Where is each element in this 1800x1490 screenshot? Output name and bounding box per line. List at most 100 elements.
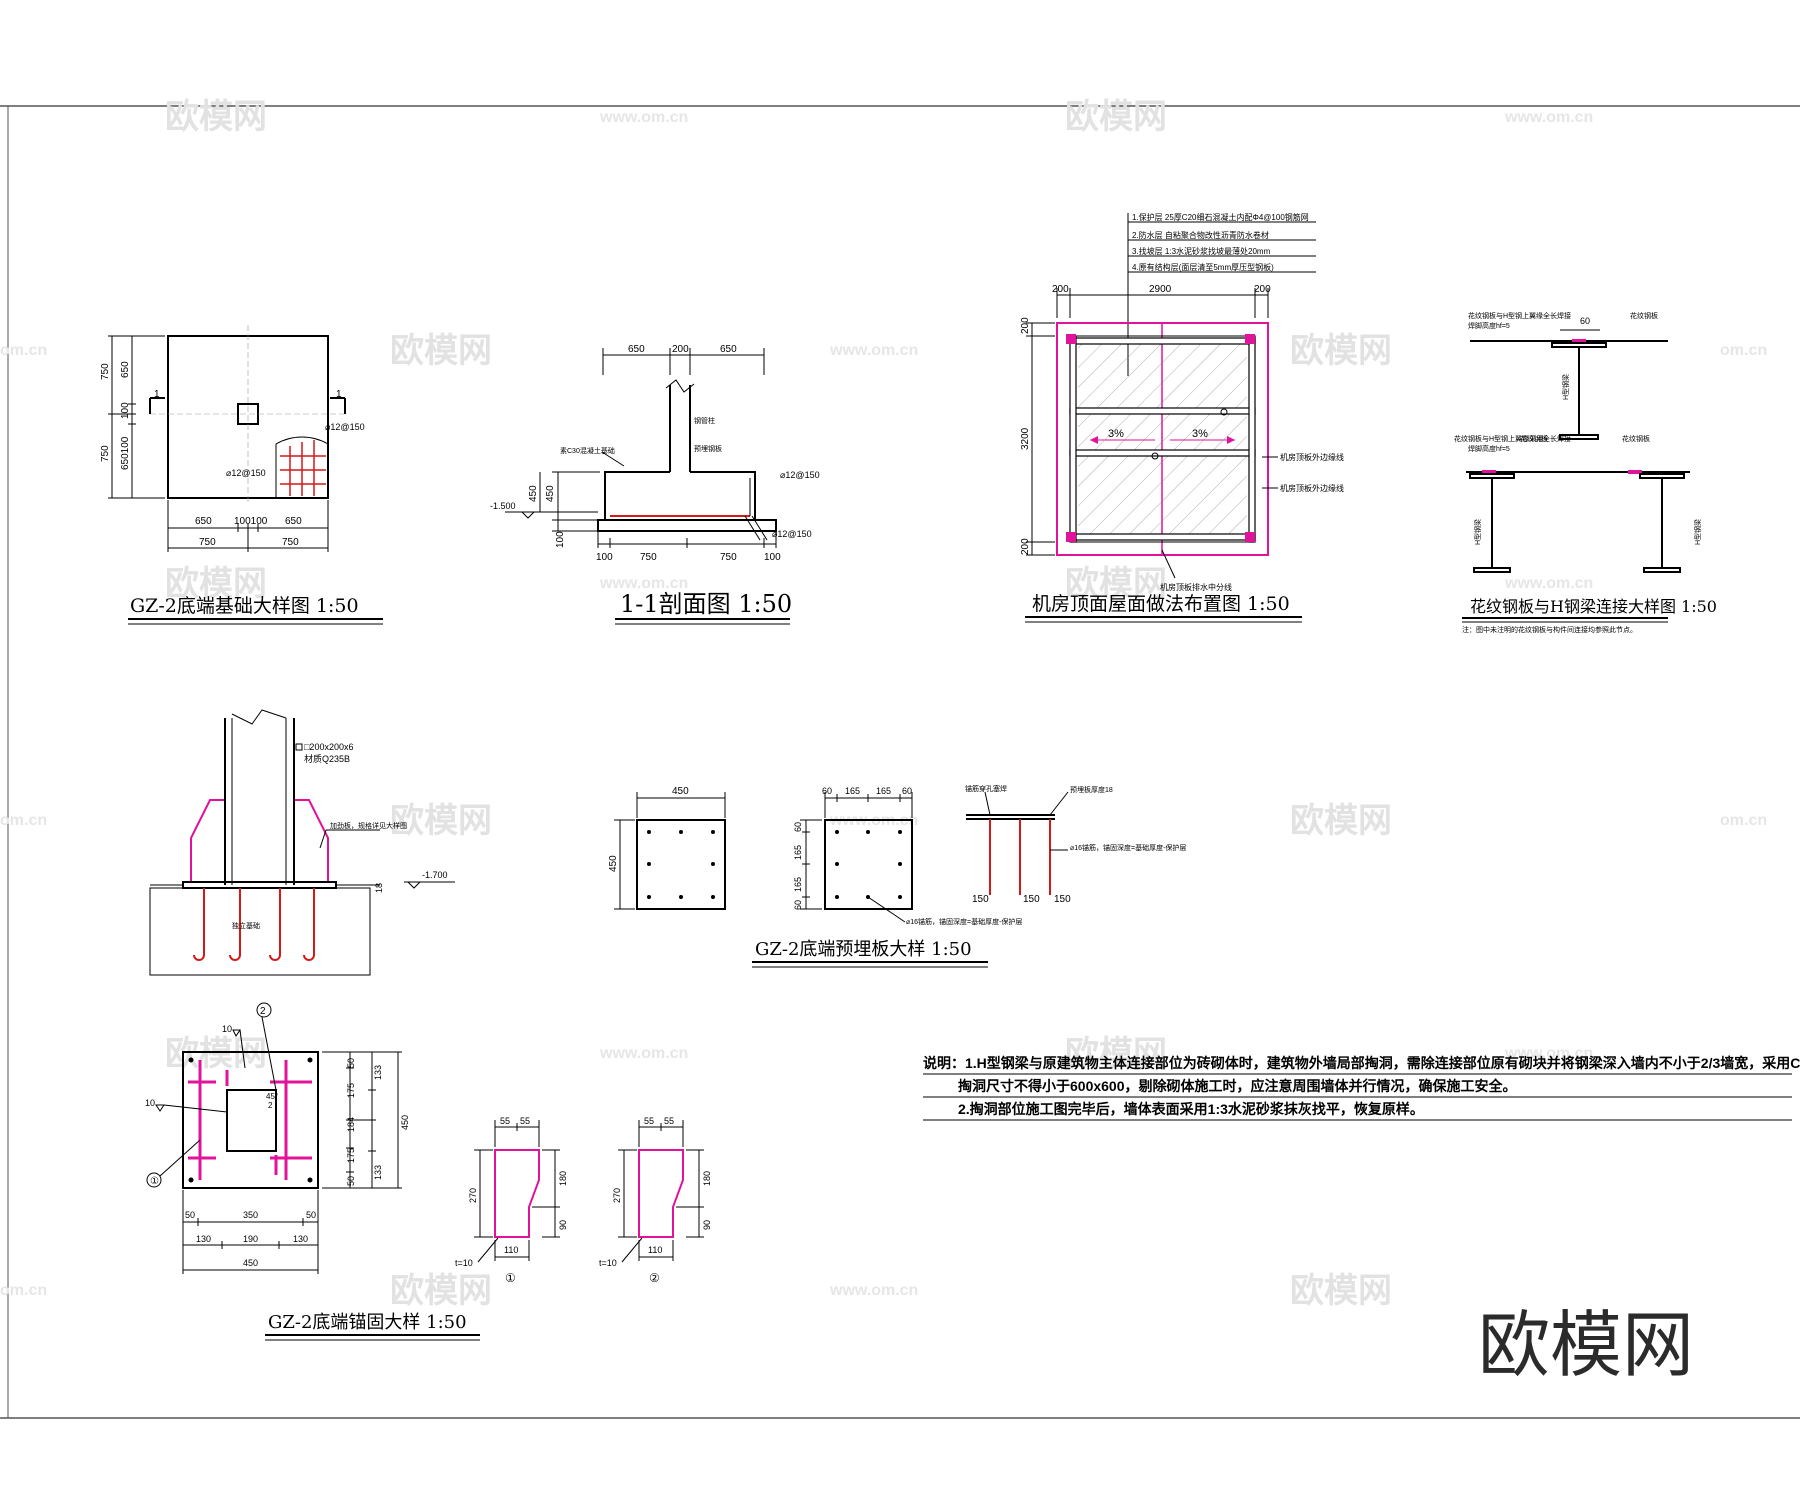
slope-label: 3% [1108, 428, 1124, 440]
dim-label: 165 [793, 877, 803, 892]
label-text: H型钢梁 [1561, 374, 1570, 400]
dim-label: 750 [100, 445, 111, 462]
label-text: 独立基础 [232, 921, 260, 930]
dim-label: 450 [243, 1258, 258, 1268]
watermark-url: www.om.cn [599, 575, 688, 592]
drawing-title: 机房顶面屋面做法布置图 1:50 [1032, 593, 1290, 615]
dim-label: 450 [608, 855, 619, 872]
dim-label: 450 [672, 786, 689, 797]
elevation-label: -1.500 [490, 501, 516, 511]
drawing-title: 花纹钢板与H钢梁连接大样图 1:50 [1470, 597, 1717, 616]
rebar-label: ⌀12@150 [325, 422, 365, 432]
dim-label: 650 [195, 516, 212, 527]
slope-label: 3% [1192, 428, 1208, 440]
dim-label: 100 [596, 552, 613, 563]
watermark-url: om.cn [0, 342, 47, 359]
drawing-title: GZ-2底端预埋板大样 1:50 [755, 939, 972, 960]
dim-label: 150 [972, 894, 989, 905]
layer-note: 4.原有结构层(面层清至5mm厚压型钢板) [1132, 262, 1274, 272]
dim-label: 650 [720, 344, 737, 355]
note-text: 预埋板厚度18 [1070, 785, 1113, 794]
detail-stiffener-1: 55 55 270 180 90 110 t=10 ① [455, 1116, 568, 1285]
note-text: 加劲板，规格详见大样图 [330, 821, 407, 830]
dim-label: 750 [100, 363, 111, 380]
dim-label: 200 [1020, 317, 1031, 334]
dim-label: 18 [374, 883, 384, 893]
dim-label: 650 [628, 344, 645, 355]
dim-label: 60 [1580, 316, 1590, 326]
dim-label: 450 [528, 485, 539, 502]
dim-label: 200 [1020, 538, 1031, 555]
watermark-brand: 欧模网 [1290, 331, 1392, 371]
callout-label: 2 [260, 1006, 266, 1017]
detail-foundation-plan: ⌀12@150 ⌀12@150 1 1 750 650 100 750 6501… [100, 325, 383, 625]
dim-label: 650 [285, 516, 302, 527]
watermark-url: www.om.cn [829, 342, 918, 359]
dim-label: 130 [293, 1234, 308, 1244]
label-text: 花纹钢板 [1520, 434, 1548, 443]
layer-note: 1.保护层 25厚C20细石混凝土内配Φ4@100钢筋网 [1132, 212, 1309, 222]
dim-label: 450 [400, 1115, 410, 1130]
label-text: □200x200x6 [304, 742, 353, 752]
watermark-brand: 欧模网 [390, 801, 492, 841]
elevation-label: -1.700 [422, 870, 448, 880]
drawing-title: GZ-2底端锚固大样 1:50 [268, 1312, 467, 1333]
dim-label: 130 [196, 1234, 211, 1244]
dim-label: 50 [346, 1176, 356, 1186]
drawing-title: GZ-2底端基础大样图 1:50 [130, 595, 359, 617]
watermark-brand: 欧模网 [390, 331, 492, 371]
dim-label: 133 [373, 1065, 383, 1080]
watermarks: 欧模网 www.om.cn 欧模网 www.om.cn om.cn 欧模网 ww… [0, 97, 1767, 1311]
dim-label: 90 [558, 1220, 568, 1230]
detail-roof-layout: 1.保护层 25厚C20细石混凝土内配Φ4@100钢筋网 2.防水层 自粘聚合物… [1020, 212, 1344, 623]
watermark-url: www.om.cn [1504, 575, 1593, 592]
brand-logo: 欧模网 [1478, 1303, 1694, 1387]
dim-label: 55 [500, 1116, 510, 1126]
weld-label: 10 [145, 1098, 155, 1108]
dim-label: 60 [793, 900, 803, 910]
detail-column-base: 独立基础 □200x200x6 材质Q235B 加劲板，规格详见大样图 18 -… [149, 709, 455, 976]
dim-label: 180 [558, 1171, 568, 1186]
angle-label: 45° [266, 1092, 278, 1101]
watermark-brand: 欧模网 [1065, 564, 1167, 604]
section-mark: 1 [154, 389, 160, 400]
dim-label: 650 [120, 361, 131, 378]
dim-label: 165 [793, 845, 803, 860]
watermark-url: om.cn [1720, 812, 1767, 829]
note-text: 机房顶板排水中分线 [1160, 582, 1232, 592]
dim-label: 100100 [234, 516, 268, 527]
dim-label: 100 [555, 531, 566, 548]
dim-label: 200 [1254, 284, 1271, 295]
note-text: 锚筋穿孔塞焊 [965, 784, 1007, 793]
dim-label: 350 [243, 1210, 258, 1220]
dim-label: 450 [545, 485, 556, 502]
watermark-url: om.cn [0, 1282, 47, 1299]
dim-label: 200 [1052, 284, 1069, 295]
watermark-brand: 欧模网 [1065, 97, 1167, 137]
dim-label: 180 [702, 1171, 712, 1186]
dim-label: 55 [520, 1116, 530, 1126]
rebar-label: ⌀12@150 [226, 468, 266, 478]
dim-label: 750 [720, 552, 737, 563]
note-text: 机房顶板外边缘线 [1280, 483, 1344, 493]
watermark-brand: 欧模网 [165, 1034, 267, 1074]
note-text: 花纹钢板与H型钢上翼缘采用全长焊接 [1454, 434, 1571, 443]
watermark-brand: 欧模网 [1290, 801, 1392, 841]
watermark-brand: 欧模网 [390, 1271, 492, 1311]
note-text: 花纹钢板与H型钢上翼缘全长焊接 [1468, 311, 1571, 320]
dim-label: 110 [648, 1245, 662, 1255]
dim-label: 133 [373, 1165, 383, 1180]
detail-embedded-plate: 450 450 60 165 165 60 60 165 165 60 ⌀16锚… [608, 784, 1186, 968]
note-line: 掏洞尺寸不得小于600x600，剔除砌体施工时，应注意周围墙体并行情况，确保施工… [958, 1078, 1517, 1094]
callout-label: ② [649, 1271, 660, 1285]
watermark-url: www.om.cn [599, 1045, 688, 1062]
layer-note: 3.找坡层 1:3水泥砂浆找坡最薄处20mm [1132, 246, 1271, 256]
dim-label: 190 [243, 1234, 258, 1244]
note-text: 素C30混凝土基础 [560, 446, 615, 455]
note-text: 焊脚高度hf=5 [1468, 444, 1510, 453]
thickness-label: t=10 [455, 1258, 473, 1268]
callout-label: ① [150, 1176, 159, 1187]
dim-label: 90 [702, 1220, 712, 1230]
watermark-url: www.om.cn [1504, 109, 1593, 126]
